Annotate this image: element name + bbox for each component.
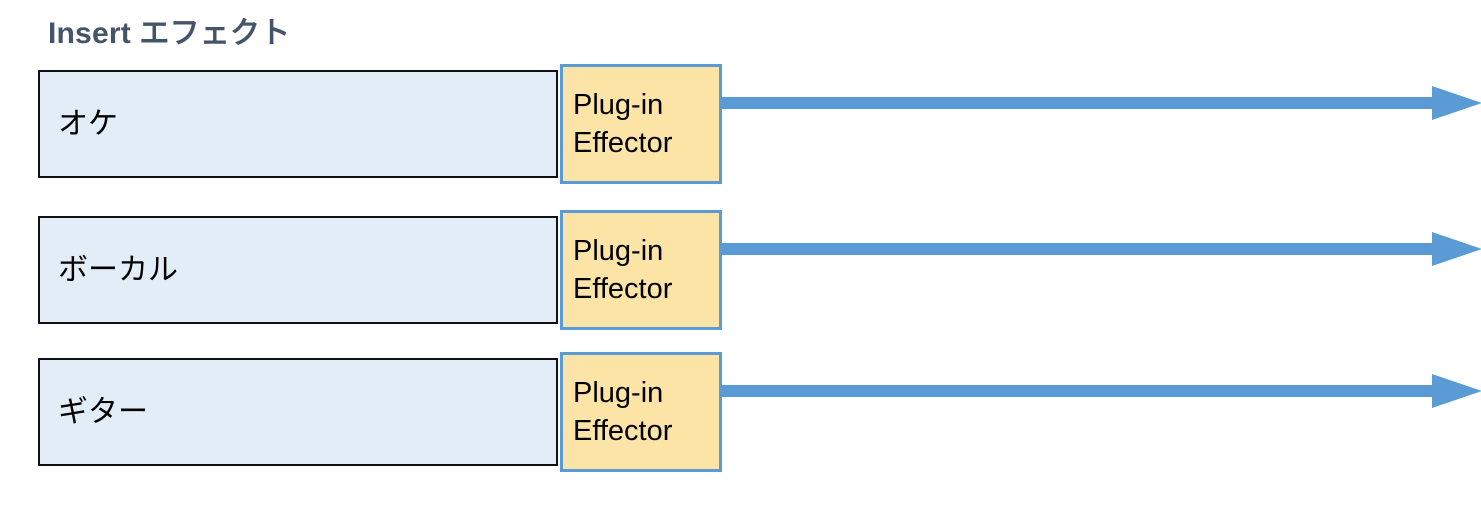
track-box[interactable]: オケ bbox=[38, 70, 558, 178]
plugin-effector-box[interactable]: Plug-in Effector bbox=[560, 64, 722, 184]
plugin-label-line1: Plug-in bbox=[573, 88, 664, 121]
plugin-effector-box[interactable]: Plug-in Effector bbox=[560, 352, 722, 472]
plugin-label-line2: Effector bbox=[573, 415, 673, 447]
track-box[interactable]: ボーカル bbox=[38, 216, 558, 324]
plugin-label-line1: Plug-in bbox=[573, 376, 664, 409]
plugin-effector-box[interactable]: Plug-in Effector bbox=[560, 210, 722, 330]
right-arrow-icon bbox=[722, 86, 1481, 120]
track-label: ボーカル bbox=[58, 253, 178, 287]
track-label: ギター bbox=[58, 395, 148, 429]
plugin-label-line2: Effector bbox=[573, 273, 673, 305]
track-label: オケ bbox=[58, 107, 118, 141]
page-title: Insert エフェクト bbox=[48, 17, 291, 50]
plugin-label-line2: Effector bbox=[573, 127, 673, 159]
right-arrow-icon bbox=[722, 374, 1481, 408]
plugin-label-line1: Plug-in bbox=[573, 234, 664, 267]
track-box[interactable]: ギター bbox=[38, 358, 558, 466]
right-arrow-icon bbox=[722, 232, 1481, 266]
